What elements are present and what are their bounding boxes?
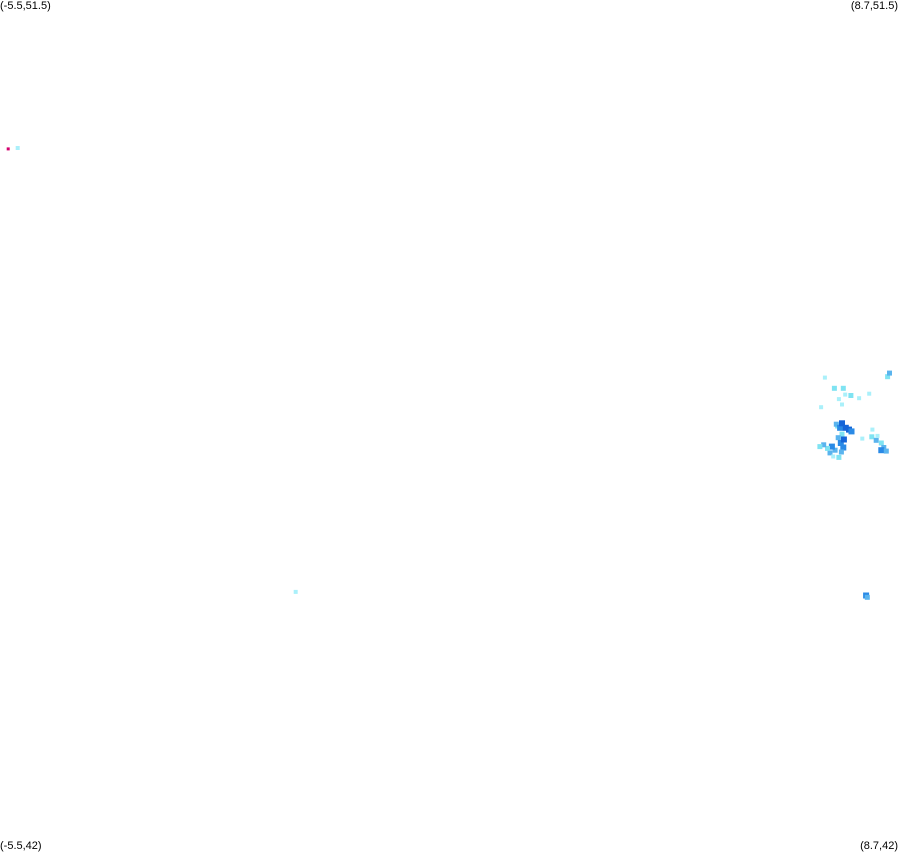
radar-echo-medium bbox=[864, 594, 870, 600]
radar-echo-light bbox=[857, 396, 862, 401]
radar-echo-medium bbox=[832, 447, 838, 453]
corner-label-bottom-right: (8.7,42) bbox=[860, 840, 898, 852]
radar-echo-strong bbox=[878, 447, 885, 454]
radar-echo-pale bbox=[836, 454, 842, 460]
radar-echo-light bbox=[831, 454, 836, 459]
radar-echo-pale bbox=[885, 374, 891, 380]
radar-echo-pale bbox=[878, 440, 884, 446]
radar-echo-strong bbox=[840, 444, 847, 451]
corner-label-bottom-left: (-5.5,42) bbox=[0, 840, 42, 852]
radar-echo-heavy bbox=[842, 424, 849, 431]
radar-echo-strong bbox=[848, 428, 855, 435]
radar-echo-pale bbox=[831, 385, 837, 391]
radar-echo-pale bbox=[840, 385, 846, 391]
radar-echo-light bbox=[836, 397, 841, 402]
radar-echo-medium bbox=[835, 435, 841, 441]
corner-label-top-right: (8.7,51.5) bbox=[850, 0, 898, 12]
radar-echo-light bbox=[822, 375, 827, 380]
radar-echo-light bbox=[867, 391, 872, 396]
radar-echo-light bbox=[870, 427, 875, 432]
radar-echo-light bbox=[819, 405, 824, 410]
radar-echo-medium bbox=[873, 437, 879, 443]
radar-echo-medium bbox=[827, 450, 833, 456]
radar-echo-medium bbox=[833, 421, 839, 427]
radar-echo-light bbox=[875, 433, 880, 438]
radar-echo-pale bbox=[848, 393, 854, 398]
radar-echo-medium bbox=[883, 448, 889, 454]
radar-echo-strong bbox=[837, 440, 844, 446]
radar-echo-medium bbox=[887, 370, 892, 376]
corner-label-top-left: (-5.5,51.5) bbox=[0, 0, 51, 12]
radar-echo-medium bbox=[821, 442, 827, 448]
radar-echo-heavy bbox=[840, 436, 847, 443]
radar-echo-light bbox=[15, 146, 20, 150]
radar-echo-pale bbox=[825, 445, 830, 451]
radar-echo-medium bbox=[838, 449, 844, 455]
radar-echo-strong bbox=[837, 424, 844, 431]
radar-echo-pale bbox=[817, 444, 823, 450]
radar-echo-pale bbox=[839, 431, 845, 437]
radar-echo-light bbox=[860, 436, 865, 441]
radar-echo-pale bbox=[869, 434, 875, 440]
radar-echo-light bbox=[840, 402, 844, 407]
radar-echo-light bbox=[293, 589, 298, 594]
radar-echo-light bbox=[843, 392, 848, 397]
radar-echo-strong bbox=[828, 443, 835, 450]
radar-echo-extreme bbox=[6, 147, 10, 151]
radar-echo-heavy bbox=[839, 420, 845, 427]
